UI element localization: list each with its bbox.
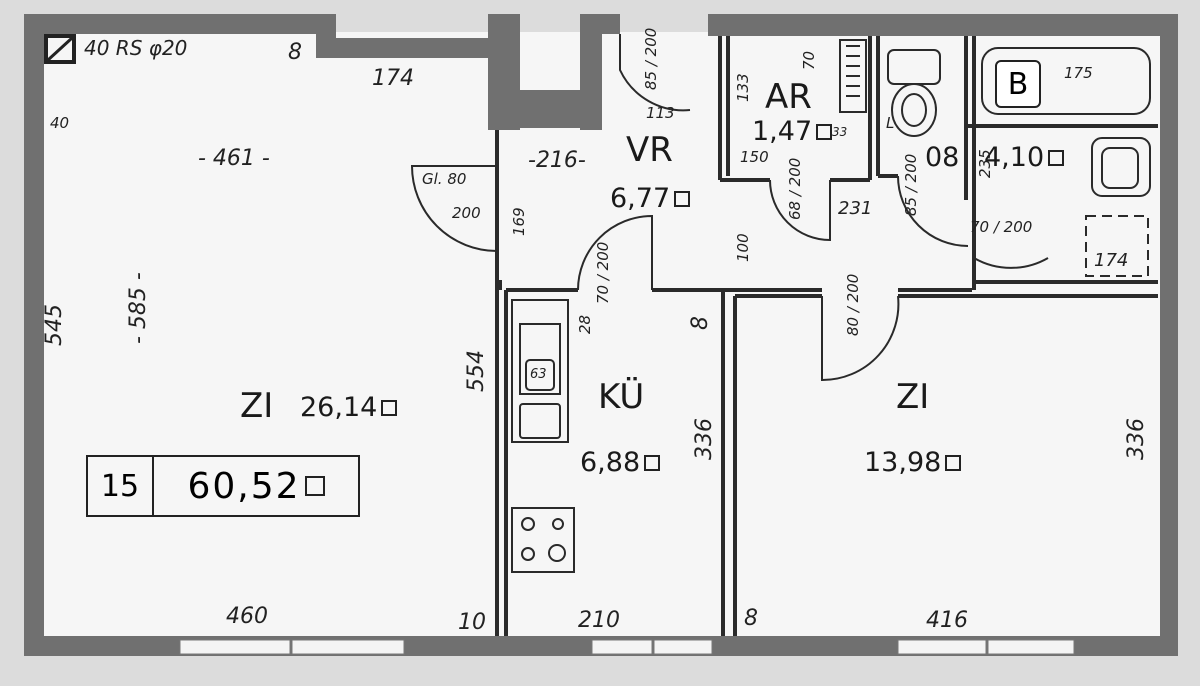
dim-336-kitchen: 336 [692, 418, 717, 460]
room-name-bedroom: ZI [896, 377, 930, 417]
dim-461: - 461 - [198, 146, 270, 171]
dim-231: 231 [838, 198, 873, 219]
room-name-kitchen: KÜ [598, 377, 645, 417]
door-swings [410, 34, 1049, 382]
dim-40: 40 [50, 114, 70, 132]
stove [511, 507, 575, 573]
sink-unit [511, 299, 569, 443]
dim-133: 133 [734, 73, 752, 102]
room-area-kitchen: 6,88 [580, 449, 661, 476]
dim-174-bath: 174 [1094, 250, 1129, 271]
dim-100: 100 [734, 233, 752, 262]
dim-8-bottom: 8 [744, 606, 758, 631]
dim-85-200: 85 / 200 [642, 27, 660, 90]
dim-70-200: 70 / 200 [970, 218, 1033, 236]
dim-169: 169 [510, 207, 528, 236]
room-area-living: 26,14 [300, 394, 398, 421]
room-name-hall: VR [626, 130, 673, 170]
dim-554: 554 [464, 350, 489, 392]
door-bath-swing [973, 200, 1049, 269]
chimney-symbol [44, 34, 76, 64]
dim-416: 416 [926, 608, 968, 633]
washbasin [1091, 137, 1151, 197]
dim-80-200: 80 / 200 [844, 273, 862, 336]
door-bedroom-swing [821, 295, 900, 382]
dim-210: 210 [578, 608, 620, 633]
dim-545: 545 [42, 304, 67, 346]
room-area-bedroom: 13,98 [864, 449, 962, 476]
door-wc-swing [897, 175, 969, 247]
room-area-hall: 6,77 [610, 185, 691, 212]
door-entry-swing [619, 34, 691, 112]
storage-shelves [839, 39, 867, 113]
dim-8-top: 8 [288, 40, 302, 65]
dim-113: 113 [646, 104, 675, 122]
washer-space [1085, 215, 1149, 277]
unit-total-area: 60,52 [154, 457, 358, 515]
dim-8-kitchen: 8 [688, 316, 713, 330]
dim-174-top: 174 [372, 66, 414, 91]
dim-70: 70 [800, 50, 818, 70]
door-kitchen-swing [577, 214, 653, 291]
toilet-bowl [891, 83, 937, 137]
dim-200a: 200 [452, 204, 481, 222]
dim-10: 10 [458, 610, 486, 635]
dim-216: -216- [528, 148, 586, 173]
bathtub [981, 47, 1151, 115]
dim-gl80: Gl. 80 [422, 170, 467, 188]
dim-33: 33 [832, 125, 848, 139]
door-living-swing [410, 165, 498, 252]
room-name-wc: 08 [925, 142, 960, 173]
dim-235: 235 [976, 149, 994, 178]
wc-fixtures [887, 49, 941, 137]
room-name-storage: AR [765, 77, 812, 117]
dim-150: 150 [740, 148, 769, 166]
dim-70-200k: 70 / 200 [594, 241, 612, 304]
dim-175: 175 [1064, 64, 1093, 82]
door-storage-swing [769, 179, 831, 242]
dim-63: 63 [530, 367, 547, 382]
dim-85-200b: 85 / 200 [902, 153, 920, 216]
dim-L: L [886, 114, 895, 132]
windows [179, 639, 1075, 655]
unit-total-box: 15 60,52 [86, 455, 360, 517]
kitchen-counter [511, 299, 575, 573]
dim-68-200: 68 / 200 [786, 157, 804, 220]
room-name-living: ZI [240, 386, 274, 426]
room-area-bath: 4,10 [984, 144, 1065, 171]
dim-585: - 585 - [126, 272, 151, 344]
dim-460: 460 [226, 604, 268, 629]
bath-fixtures [981, 47, 1151, 277]
room-name-bath: B [995, 60, 1041, 108]
dim-28: 28 [576, 314, 594, 334]
unit-number: 15 [88, 457, 154, 515]
room-area-storage: 1,47 [752, 118, 833, 145]
dim-top-note: 40 RS φ20 [84, 36, 188, 60]
dim-336-bedroom: 336 [1124, 418, 1149, 460]
